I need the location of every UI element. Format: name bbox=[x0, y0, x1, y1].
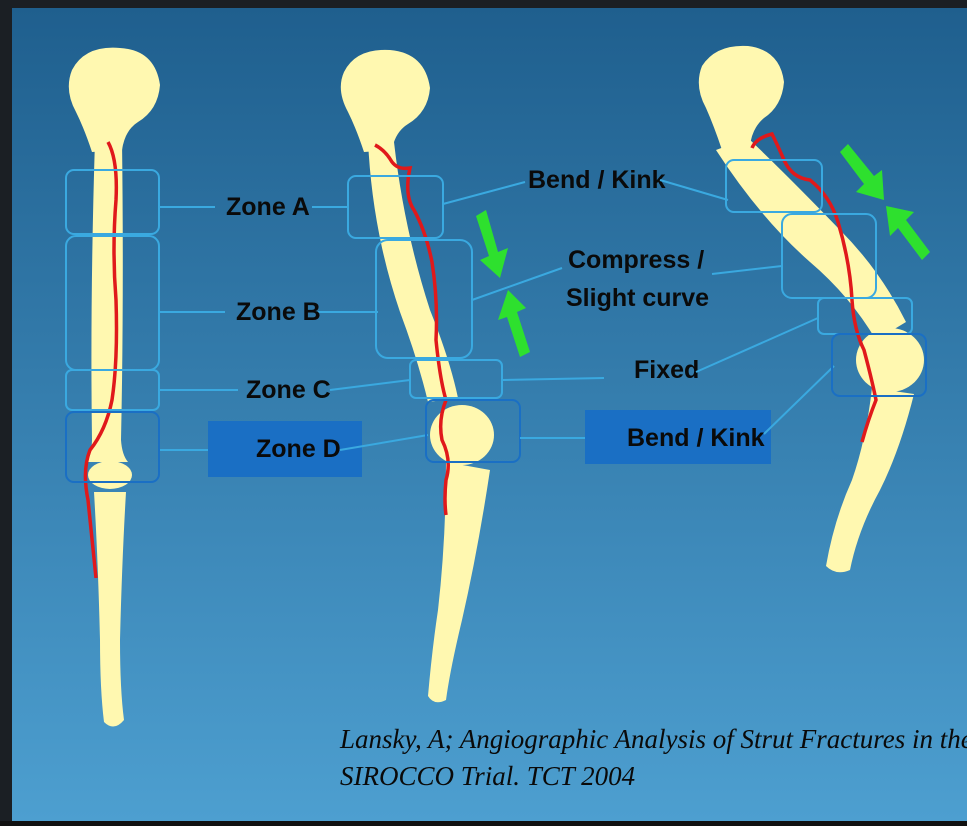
zone-b-label: Zone B bbox=[236, 298, 321, 326]
slide-background bbox=[12, 8, 967, 821]
zone-d-label: Zone D bbox=[256, 435, 341, 463]
compress-label-line2: Slight curve bbox=[566, 284, 709, 312]
citation-line1: Lansky, A; Angiographic Analysis of Stru… bbox=[339, 724, 967, 754]
knee-1 bbox=[88, 461, 132, 489]
bend-kink-top-label: Bend / Kink bbox=[528, 166, 666, 194]
compress-label-line1: Compress / bbox=[568, 246, 704, 274]
bend-kink-bottom-label: Bend / Kink bbox=[627, 424, 765, 452]
fixed-label: Fixed bbox=[634, 356, 699, 384]
citation-line2: SIROCCO Trial. TCT 2004 bbox=[340, 761, 635, 791]
zone-a-label: Zone A bbox=[226, 193, 310, 221]
zone-c-label: Zone C bbox=[246, 376, 331, 404]
